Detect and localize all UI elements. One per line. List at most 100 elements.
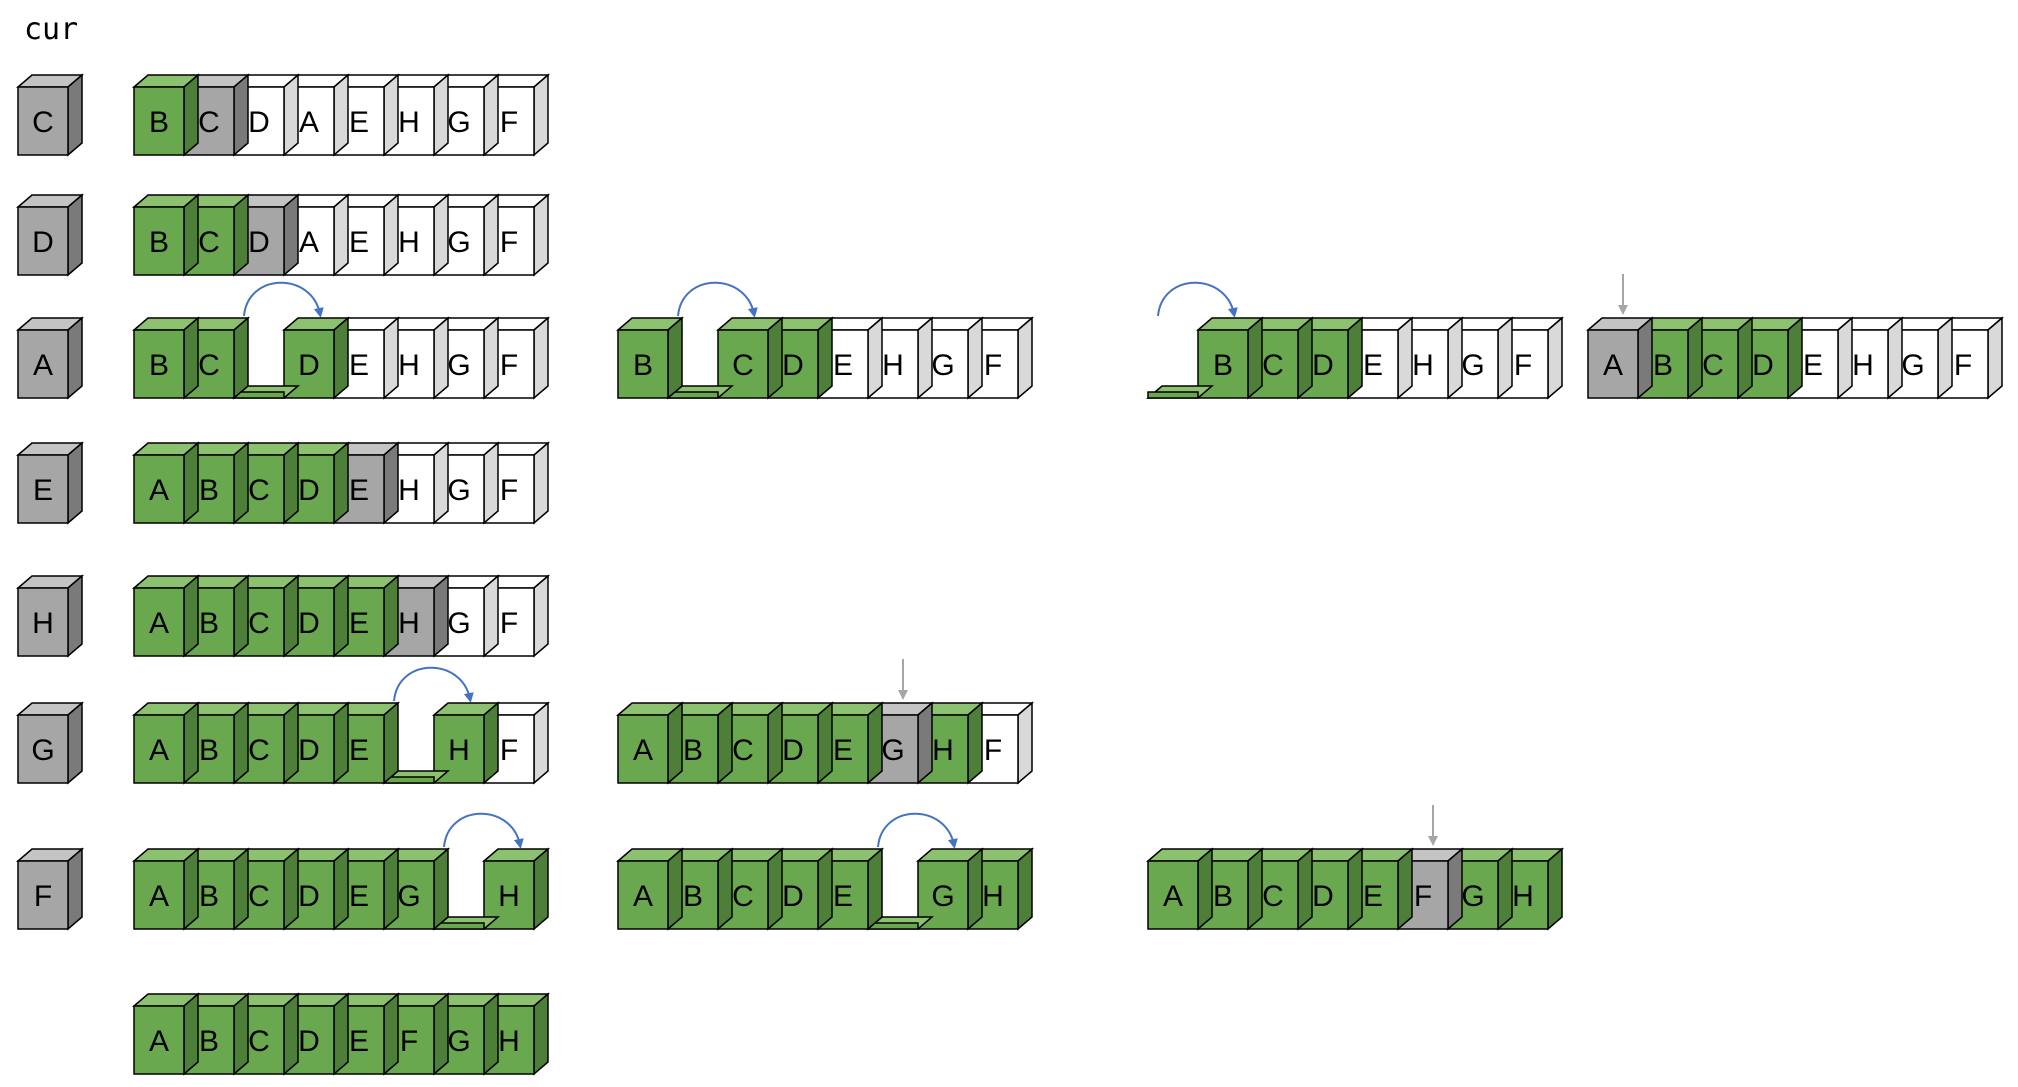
array-cell: B — [615, 316, 685, 400]
cell-letter: F — [500, 106, 518, 139]
cell-letter: E — [349, 226, 369, 259]
cell-letter: F — [500, 349, 518, 382]
cell-letter: A — [33, 349, 53, 382]
array-cell: C — [1685, 316, 1755, 400]
cell-letter: H — [1512, 880, 1534, 913]
cell-letter: G — [1901, 349, 1924, 382]
cell-letter: C — [198, 349, 220, 382]
cell-letter: H — [398, 226, 420, 259]
cell-letter: B — [199, 734, 219, 767]
cell-letter: C — [1702, 349, 1724, 382]
cell-letter: G — [1461, 349, 1484, 382]
array-cell: B — [131, 316, 201, 400]
cell-letter: D — [1752, 349, 1774, 382]
cell-letter: B — [199, 474, 219, 507]
array-cell: G — [915, 847, 985, 931]
array-cell: H — [1835, 316, 1905, 400]
cell-letter: G — [931, 349, 954, 382]
cell-letter: B — [149, 226, 169, 259]
cell-letter: A — [149, 1025, 169, 1058]
cell-letter: D — [298, 880, 320, 913]
cell-letter: A — [1603, 349, 1623, 382]
cell-letter: B — [683, 734, 703, 767]
cur-cube: C — [15, 73, 85, 157]
cell-letter: H — [1412, 349, 1434, 382]
cell-letter: E — [349, 607, 369, 640]
cell-letter: G — [447, 474, 470, 507]
cell-letter: G — [447, 106, 470, 139]
array-cell: C — [231, 847, 301, 931]
cell-letter: F — [984, 349, 1002, 382]
cell-letter: H — [32, 607, 54, 640]
cell-letter: B — [149, 349, 169, 382]
cell-letter: E — [349, 474, 369, 507]
shift-arrow-icon — [443, 812, 524, 849]
cell-letter: D — [782, 734, 804, 767]
cell-letter: D — [248, 106, 270, 139]
cell-letter: B — [1213, 880, 1233, 913]
array-cell: H — [431, 701, 501, 785]
cell-letter: F — [500, 474, 518, 507]
cell-letter: G — [447, 226, 470, 259]
cell-letter: F — [1954, 349, 1972, 382]
cell-letter: D — [782, 880, 804, 913]
cell-letter: G — [31, 734, 54, 767]
cell-letter: C — [1262, 880, 1284, 913]
cell-letter: A — [149, 474, 169, 507]
cell-letter: A — [149, 734, 169, 767]
cell-letter: F — [500, 734, 518, 767]
cell-letter: A — [299, 106, 319, 139]
cell-letter: H — [398, 106, 420, 139]
array-cell: D — [281, 316, 351, 400]
cell-letter: H — [398, 474, 420, 507]
array-cell: A — [131, 992, 201, 1076]
cell-letter: A — [633, 734, 653, 767]
cell-letter: G — [447, 349, 470, 382]
cell-letter: H — [932, 734, 954, 767]
cell-letter: A — [299, 226, 319, 259]
cell-letter: F — [984, 734, 1002, 767]
array-cell: A — [131, 847, 201, 931]
cell-letter: B — [1653, 349, 1673, 382]
cell-letter: C — [732, 734, 754, 767]
shift-arrow-icon — [243, 281, 324, 318]
cell-letter: D — [298, 734, 320, 767]
array-cell: F — [481, 73, 551, 157]
cell-letter: C — [732, 880, 754, 913]
cell-letter: B — [199, 880, 219, 913]
array-cell: A — [131, 701, 201, 785]
cur-cube: E — [15, 441, 85, 525]
cell-letter: E — [349, 880, 369, 913]
cell-letter: E — [833, 349, 853, 382]
cell-letter: H — [982, 880, 1004, 913]
cell-letter: E — [1363, 349, 1383, 382]
array-cell: H — [381, 574, 451, 658]
cell-letter: F — [500, 607, 518, 640]
cur-cube: A — [15, 316, 85, 400]
cell-letter: G — [1461, 880, 1484, 913]
cell-letter: B — [149, 106, 169, 139]
cell-letter: E — [833, 880, 853, 913]
cell-letter: E — [1803, 349, 1823, 382]
cell-letter: D — [248, 226, 270, 259]
array-cell: D — [1295, 316, 1365, 400]
cell-letter: G — [447, 1025, 470, 1058]
array-cell: C — [181, 316, 251, 400]
